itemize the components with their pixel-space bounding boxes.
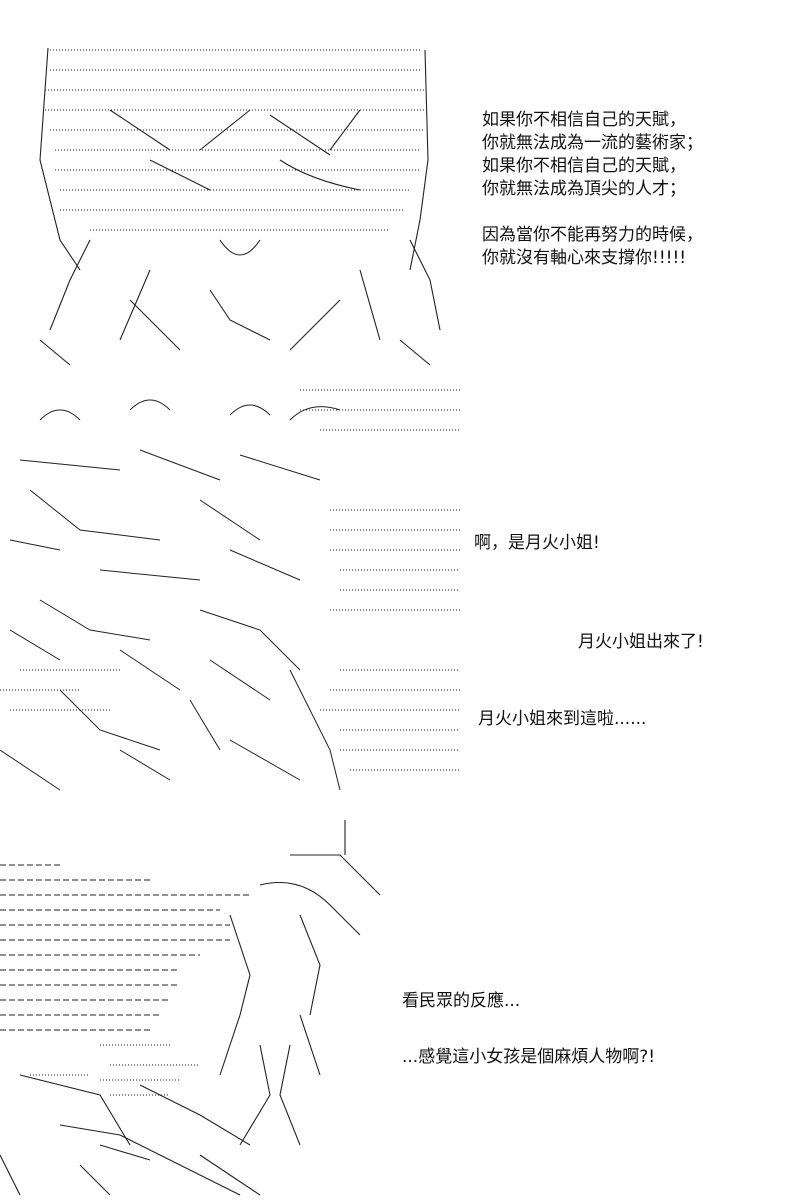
panel-2: 啊，是月火小姐! 月火小姐出來了! 月火小姐來到這啦......: [0, 370, 800, 800]
panel-1: 如果你不相信自己的天賦， 你就無法成為一流的藝術家； 如果你不相信自己的天賦， …: [0, 0, 800, 380]
caption-line: 你就無法成為頂尖的人才；: [482, 179, 686, 199]
caption-line: 如果你不相信自己的天賦，: [482, 110, 686, 130]
caption-ah-tsukihi: 啊，是月火小姐!: [474, 533, 600, 553]
caption-line: 你就沒有軸心來支撐你!!!!!: [482, 248, 687, 268]
caption-line: 你就無法成為一流的藝術家；: [482, 133, 703, 153]
caption-tsukihi-came-out: 月火小姐出來了!: [578, 632, 704, 652]
panel-3: 看民眾的反應... ...感覺這小女孩是個麻煩人物啊?!: [0, 815, 800, 1200]
caption-gap: [482, 201, 703, 224]
caption-line: 如果你不相信自己的天賦，: [482, 156, 686, 176]
caption-troublesome-girl: ...感覺這小女孩是個麻煩人物啊?!: [402, 1047, 656, 1067]
caption-block-1: 如果你不相信自己的天賦， 你就無法成為一流的藝術家； 如果你不相信自己的天賦， …: [482, 109, 703, 270]
caption-crowd-reaction: 看民眾的反應...: [402, 991, 521, 1011]
ascii-art-crowd: [0, 370, 465, 795]
ascii-art-hooded-figure: [30, 40, 450, 370]
caption-tsukihi-arrived: 月火小姐來到這啦......: [478, 709, 647, 729]
caption-line: 因為當你不能再努力的時候，: [482, 225, 703, 245]
ascii-art-girl-on-hill: [0, 815, 410, 1200]
